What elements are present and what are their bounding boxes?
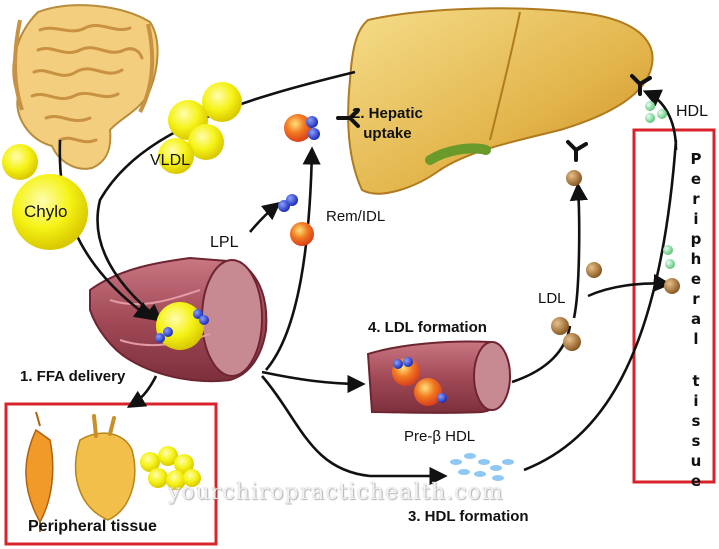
chylomicron-particle <box>12 174 88 250</box>
arrow-vldl-to-vessel <box>96 70 356 323</box>
arrow-ldl-out <box>511 325 572 384</box>
ldl-vessel-particles <box>392 357 447 406</box>
arrow-remnant-to-liver <box>265 146 321 371</box>
arrow-to-hdl-formation <box>261 375 371 478</box>
label-ffa-delivery: 1. FFA delivery <box>20 368 126 385</box>
vertical-word-peripheral: Peripheral <box>687 150 705 350</box>
label-hepatic-uptake: 2. Hepatic uptake <box>352 105 423 142</box>
chylomicron-small <box>2 144 38 180</box>
blood-vessel-ldl <box>366 340 511 414</box>
label-pre-beta-hdl: Pre-β HDL <box>404 428 476 445</box>
vldl-particles <box>158 82 242 174</box>
adipose-tissue-illustration <box>140 446 201 490</box>
arrow-ldl-to-tissue <box>587 273 672 298</box>
heart-illustration <box>74 414 136 521</box>
pre-beta-hdl-particles <box>450 453 514 481</box>
label-chylo: Chylo <box>24 202 68 221</box>
label-ldl: LDL <box>538 290 566 307</box>
arrow-ffa-delivery <box>126 375 158 408</box>
remnant-particles <box>278 114 320 246</box>
label-hdl-formation: 3. HDL formation <box>408 508 529 525</box>
hdl-particles <box>645 101 675 269</box>
label-hdl: HDL <box>676 103 709 120</box>
pathway-arrows <box>58 70 678 486</box>
label-tissue-vertical: tissue <box>686 372 706 492</box>
arrow-to-ldl-formation <box>261 370 366 394</box>
arrow-lpl <box>249 201 281 233</box>
arrow-hdl-maturation <box>523 139 678 472</box>
label-ldl-formation: 4. LDL formation <box>368 319 487 336</box>
receptors <box>336 74 652 162</box>
vertical-word-tissue: tissue <box>687 372 705 492</box>
liver-illustration <box>347 7 654 195</box>
label-lpl: LPL <box>210 234 239 251</box>
watermark-text: yourchiropractichealth.com <box>168 480 504 505</box>
peripheral-tissue-bottom-frame <box>4 402 218 546</box>
label-rem-idl: Rem/IDL <box>326 208 386 225</box>
intestine-illustration <box>12 4 159 170</box>
arrow-ldl-to-liver <box>569 182 588 319</box>
label-peripheral-vertical: Peripheral <box>686 150 706 350</box>
muscle-illustration <box>25 411 54 532</box>
lipoprotein-in-vessel <box>156 302 204 350</box>
label-peripheral-tissue-bottom: Peripheral tissue <box>28 518 157 535</box>
label-vldl: VLDL <box>150 152 191 169</box>
ldl-particles <box>551 170 680 351</box>
